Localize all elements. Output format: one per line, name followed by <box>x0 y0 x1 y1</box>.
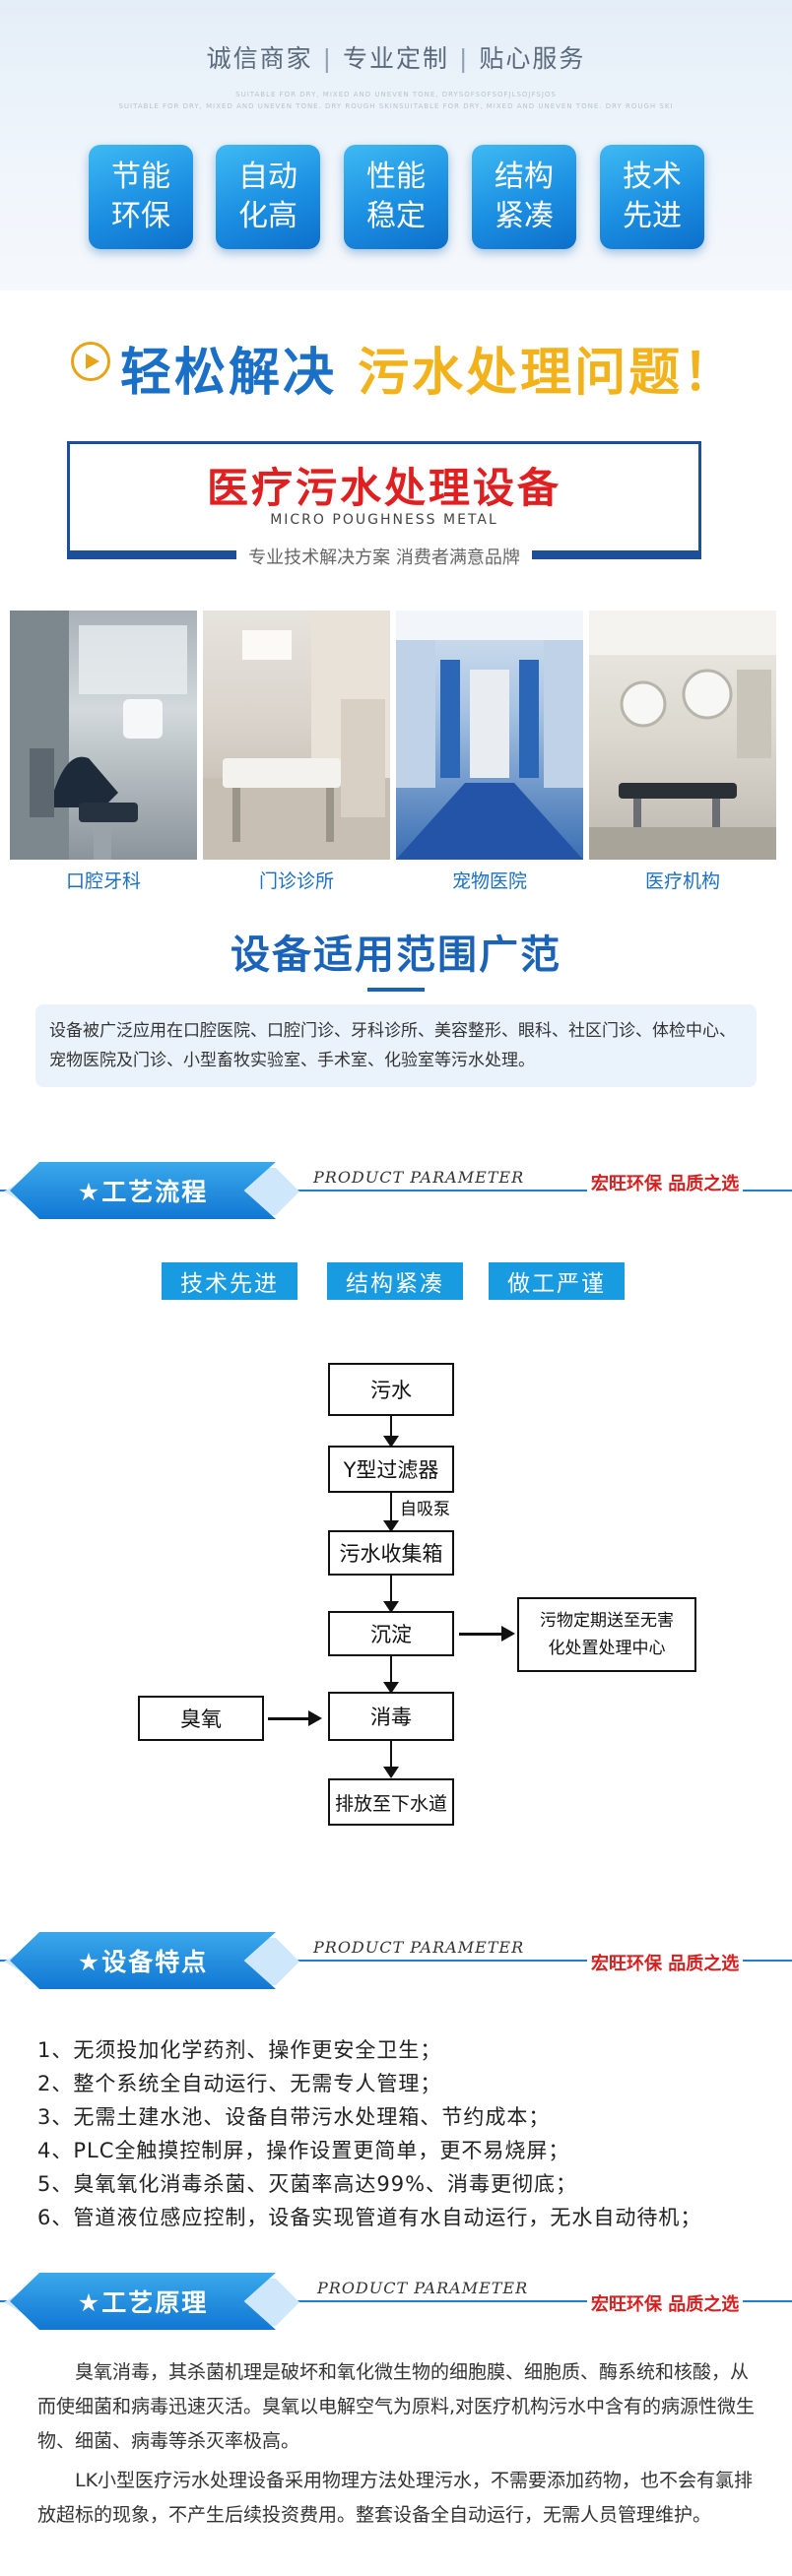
flow-node-collection-tank: 污水收集箱 <box>328 1530 454 1576</box>
tagline-item: 诚信商家 <box>206 44 313 73</box>
slogan-headline: 轻松解决 污水处理问题！ <box>120 331 737 405</box>
photo-pet-hospital <box>396 611 583 860</box>
feature-badge-stable: 性能稳定 <box>344 145 448 249</box>
badge-line: 技术 <box>623 160 682 194</box>
device-subtitle-cn: 专业技术解决方案 消费者满意品牌 <box>67 544 701 569</box>
section-title-process: ★工艺流程 <box>10 1162 276 1219</box>
feature-item: 2、整个系统全自动运行、无需专人管理； <box>37 2072 442 2095</box>
feature-item: 5、臭氧氧化消毒杀菌、灭菌率高达99%、消毒更彻底； <box>37 2172 578 2196</box>
header-sub-en-1: SUITABLE FOR DRY, MIXED AND UNEVEN TONE,… <box>235 91 557 98</box>
flow-arrow <box>383 1576 399 1613</box>
clinic-ward-illustration <box>203 611 390 860</box>
photo-dental-clinic <box>10 611 197 860</box>
flow-node-ozone: 臭氧 <box>138 1696 264 1741</box>
feature-item: 4、PLC全触摸控制屏，操作设置更简单，更不易烧屏； <box>37 2139 570 2162</box>
feature-badge-energy: 节能环保 <box>89 145 193 249</box>
photo-label: 宠物医院 <box>451 870 527 892</box>
badge-line: 稳定 <box>366 199 426 233</box>
tag-rigorous-work: 做工严谨 <box>489 1262 625 1300</box>
photo-label: 口腔牙科 <box>65 870 141 892</box>
feature-item: 3、无需土建水池、设备自带污水处理箱、节约成本； <box>37 2105 551 2129</box>
badge-line: 紧凑 <box>495 199 554 233</box>
badge-line: 节能 <box>111 160 170 194</box>
device-subtitle-en: MICRO POUGHNESS METAL <box>270 512 498 528</box>
flow-node-waste-disposal: 污物定期送至无害化处置处理中心 <box>517 1597 696 1672</box>
scope-description: 设备被广泛应用在口腔医院、口腔门诊、牙科诊所、美容整形、眼科、社区门诊、体检中心… <box>35 1004 757 1087</box>
dental-chair-illustration <box>10 611 187 860</box>
hospital-corridor-illustration <box>396 611 583 860</box>
section-title-principle: ★工艺原理 <box>10 2273 276 2330</box>
flow-arrow <box>383 1656 399 1694</box>
section-divider-line <box>0 1190 792 1191</box>
scope-title: 设备适用范围广范 <box>231 933 561 978</box>
header-sub-en-2: SUITABLE FOR DRY, MIXED AND UNEVEN TONE.… <box>118 102 674 110</box>
photo-medical-institution <box>589 611 776 860</box>
section-subtitle-en: PRODUCT PARAMETER <box>317 2279 529 2297</box>
section-divider-line <box>0 2300 792 2302</box>
photo-label: 门诊诊所 <box>258 870 334 892</box>
flow-arrow-right <box>268 1710 322 1726</box>
flow-arrow <box>383 1741 399 1778</box>
section-title-features: ★设备特点 <box>10 1932 276 1989</box>
badge-line: 结构 <box>495 160 554 194</box>
tag-advanced-tech: 技术先进 <box>162 1262 297 1300</box>
flow-node-drain: 排放至下水道 <box>328 1778 454 1826</box>
play-icon <box>71 342 110 381</box>
device-subtitle-cn-text: 专业技术解决方案 消费者满意品牌 <box>236 547 532 568</box>
section-divider-line <box>0 1960 792 1962</box>
slogan-part-2: 污水处理问题！ <box>358 344 738 403</box>
principle-paragraph-2: LK小型医疗污水处理设备采用物理方法处理污水，不需要添加药物，也不会有氯排放超标… <box>37 2470 754 2526</box>
section-brand-slogan: 宏旺环保 品质之选 <box>587 1170 744 1195</box>
flow-node-disinfection: 消毒 <box>328 1692 454 1741</box>
section-subtitle-en: PRODUCT PARAMETER <box>313 1168 525 1187</box>
section-brand-slogan: 宏旺环保 品质之选 <box>587 1950 744 1975</box>
photo-outpatient-clinic <box>203 611 390 860</box>
badge-line: 化高 <box>238 199 297 233</box>
feature-item: 6、管道液位感应控制，设备实现管道有水自动运行，无水自动待机； <box>37 2206 702 2229</box>
scope-title-underline <box>367 988 425 992</box>
flow-arrow <box>383 1493 399 1532</box>
flow-node-sewage: 污水 <box>328 1363 454 1416</box>
principle-paragraph-1: 臭氧消毒，其杀菌机理是破坏和氧化微生物的细胞膜、细胞质、酶系统和核酸，从而使细菌… <box>37 2361 756 2452</box>
flow-arrow-right <box>459 1626 515 1642</box>
photo-label: 医疗机构 <box>644 870 720 892</box>
badge-line: 先进 <box>623 199 682 233</box>
flow-node-y-filter: Y型过滤器 <box>328 1446 454 1493</box>
feature-item: 1、无须投加化学药剂、操作更安全卫生； <box>37 2038 442 2062</box>
section-subtitle-en: PRODUCT PARAMETER <box>313 1938 525 1957</box>
badge-line: 自动 <box>238 160 297 194</box>
device-title-box <box>67 441 701 553</box>
flow-label-pump: 自吸泵 <box>400 1500 450 1519</box>
device-title: 医疗污水处理设备 <box>206 464 561 512</box>
tagline-item: 贴心服务 <box>479 44 586 73</box>
badge-line: 环保 <box>111 199 170 233</box>
flow-arrow <box>383 1416 399 1448</box>
feature-badge-compact: 结构紧凑 <box>472 145 576 249</box>
operating-room-illustration <box>589 611 776 860</box>
feature-badge-advanced: 技术先进 <box>600 145 704 249</box>
badge-line: 性能 <box>366 160 426 194</box>
feature-badge-automation: 自动化高 <box>216 145 320 249</box>
slogan-part-1: 轻松解决 <box>120 344 338 403</box>
section-brand-slogan: 宏旺环保 品质之选 <box>587 2290 744 2316</box>
tag-compact-structure: 结构紧凑 <box>327 1262 463 1300</box>
flow-node-sedimentation: 沉淀 <box>328 1611 454 1656</box>
header-tagline: 诚信商家 | 专业定制 | 贴心服务 <box>206 44 586 73</box>
tagline-item: 专业定制 <box>342 44 449 73</box>
